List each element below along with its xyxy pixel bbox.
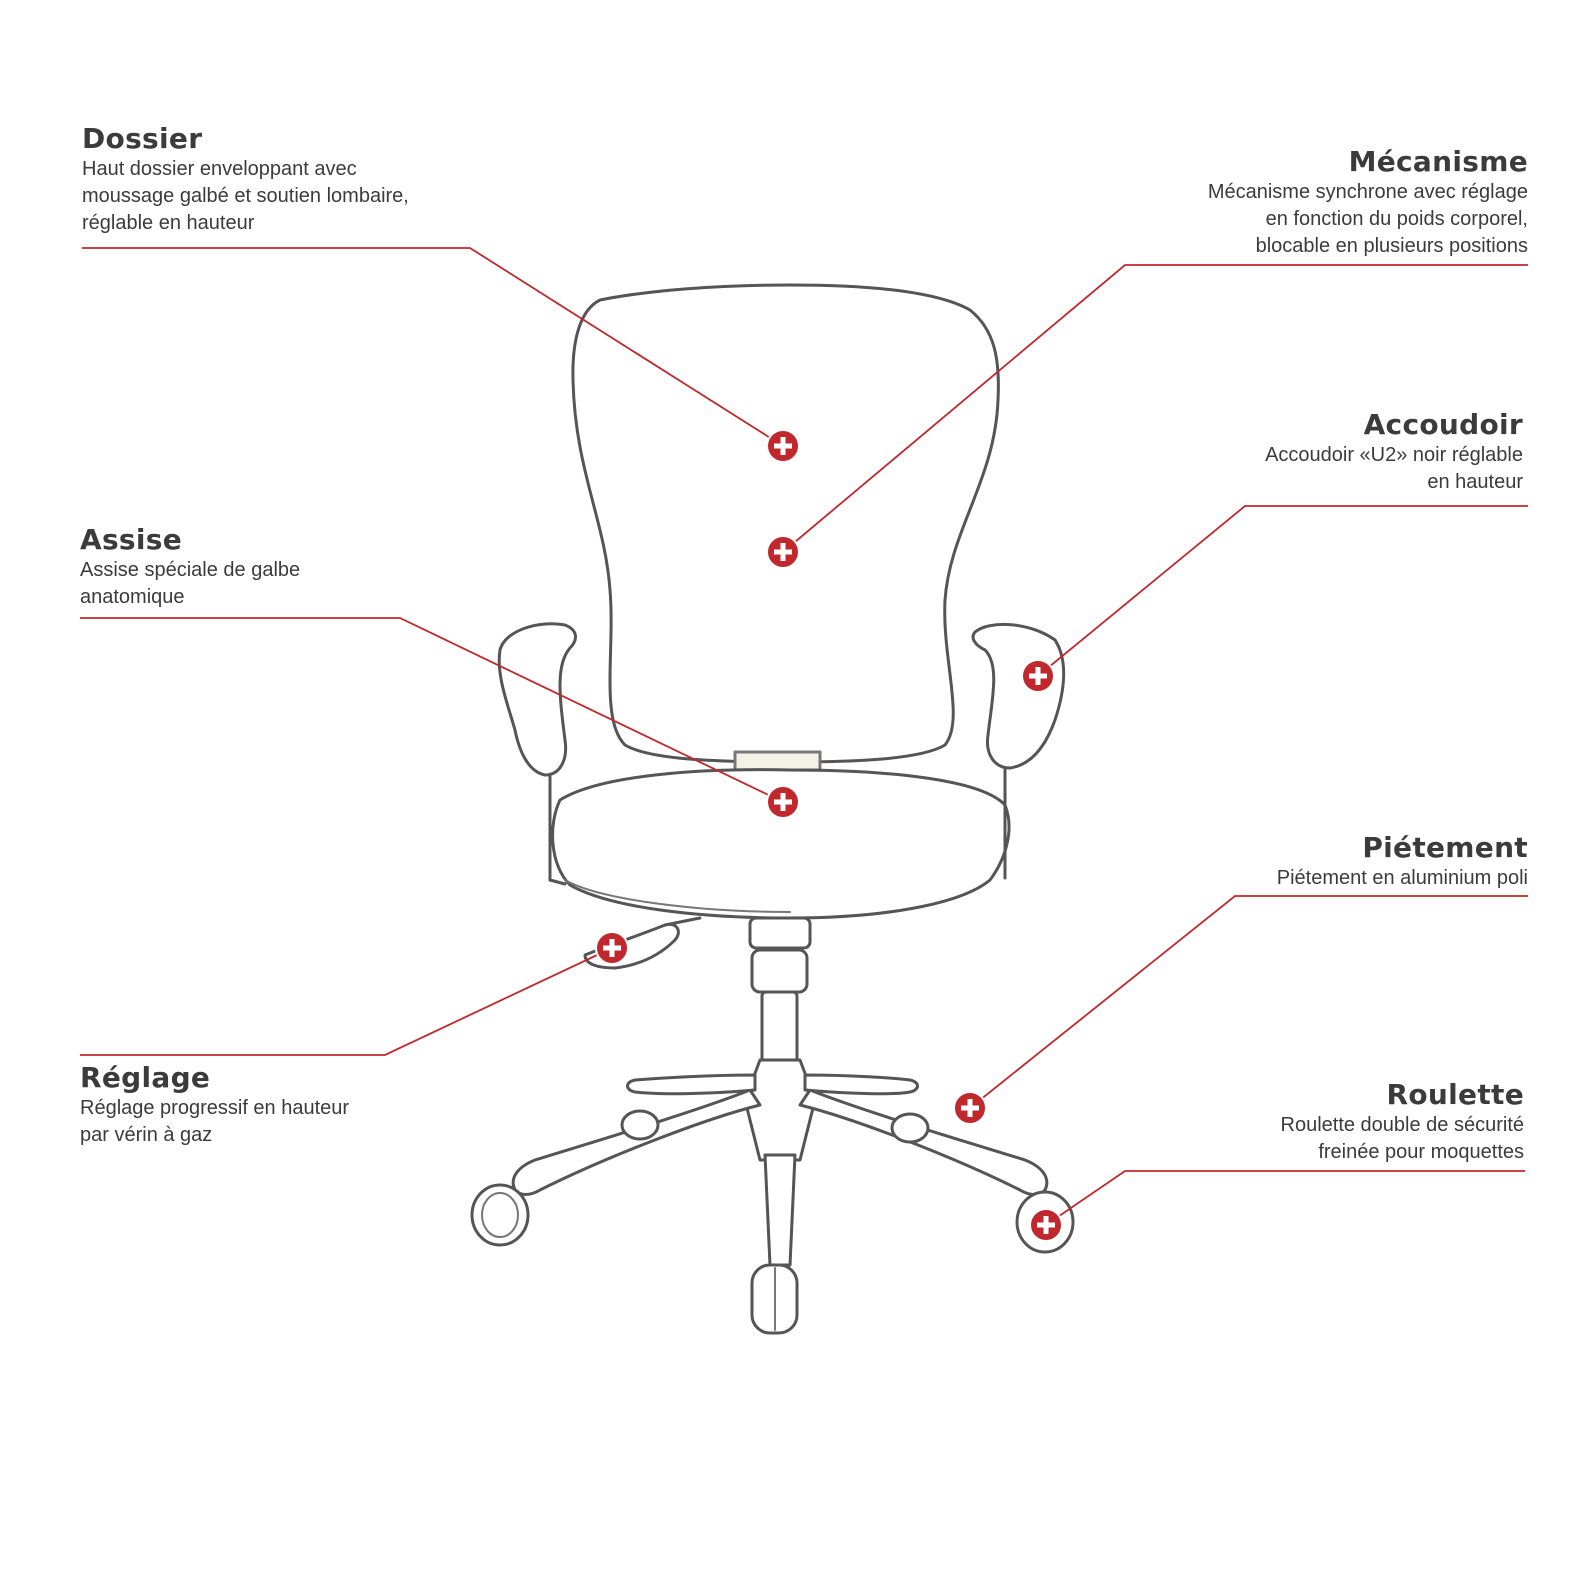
caster-back-right xyxy=(890,1112,930,1144)
leader-line-assise xyxy=(80,617,784,803)
callout-desc: Assise spéciale de galbe anatomique xyxy=(80,559,301,608)
leader-line-roulette xyxy=(1045,1170,1525,1226)
leader-line-accoudoir xyxy=(1037,505,1528,677)
lever-rod xyxy=(663,916,702,927)
callout-title: Mécanisme xyxy=(1348,145,1528,178)
seat-front-edge xyxy=(564,879,791,913)
plus-circle-icon[interactable] xyxy=(1029,1208,1063,1242)
callout-desc: Piétement en aluminium poli xyxy=(1276,867,1528,889)
base-leg-back-right xyxy=(803,1073,919,1096)
callout-title: Dossier xyxy=(82,122,203,155)
cylinder-cap xyxy=(750,948,809,994)
backrest-shape xyxy=(571,283,1000,764)
leader-line-reglage xyxy=(80,947,613,1056)
callout-title: Assise xyxy=(80,523,183,556)
callout-title: Réglage xyxy=(80,1061,211,1094)
callout-pietement: Piétement Piétement en aluminium poli xyxy=(1108,831,1528,892)
callout-mecanisme: Mécanisme Mécanisme synchrone avec régla… xyxy=(1108,145,1528,260)
callout-roulette: Roulette Roulette double de sécurité fre… xyxy=(1104,1078,1525,1166)
plus-circle-icon[interactable] xyxy=(766,785,800,819)
callout-assise: Assise Assise spéciale de galbe anatomiq… xyxy=(80,523,500,611)
base-leg-front xyxy=(763,1153,797,1267)
callout-desc: Haut dossier enveloppant avec moussage g… xyxy=(82,158,409,234)
callout-desc: Mécanisme synchrone avec réglage en fonc… xyxy=(1207,181,1528,257)
mechanism-block xyxy=(748,916,812,950)
callout-accoudoir: Accoudoir Accoudoir «U2» noir réglable e… xyxy=(1103,408,1523,496)
seat-shape xyxy=(551,768,1011,920)
left-arm-post-2 xyxy=(548,878,567,886)
base-leg-right xyxy=(798,1088,1049,1196)
left-armrest xyxy=(497,622,577,777)
base-leg-back-left xyxy=(626,1073,757,1096)
callout-desc: Réglage progressif en hauteur par vérin … xyxy=(80,1097,350,1146)
right-armrest xyxy=(971,622,1066,770)
base-leg-left xyxy=(511,1088,762,1196)
caster-back-left xyxy=(620,1109,660,1141)
callout-reglage: Réglage Réglage progressif en hauteur pa… xyxy=(80,1061,500,1149)
callout-title: Piétement xyxy=(1362,831,1528,864)
leader-line-mecanisme xyxy=(782,264,1528,553)
callout-desc: Accoudoir «U2» noir réglable en hauteur xyxy=(1265,444,1523,493)
plus-circle-icon[interactable] xyxy=(953,1091,987,1125)
plus-circle-icon[interactable] xyxy=(766,535,800,569)
plus-circle-icon[interactable] xyxy=(595,931,629,965)
callout-dossier: Dossier Haut dossier enveloppant avec mo… xyxy=(82,122,502,237)
callout-desc: Roulette double de sécurité freinée pour… xyxy=(1280,1114,1525,1163)
back-connector xyxy=(733,750,822,772)
callout-title: Roulette xyxy=(1386,1078,1524,1111)
leader-line-pietement xyxy=(969,895,1528,1109)
chair-illustration xyxy=(470,283,1075,1335)
callout-title: Accoudoir xyxy=(1363,408,1523,441)
caster-left-inner xyxy=(481,1192,519,1238)
leader-line-dossier xyxy=(82,247,784,447)
gas-cylinder xyxy=(760,990,799,1064)
plus-circle-icon[interactable] xyxy=(766,429,800,463)
plus-circle-icon[interactable] xyxy=(1021,659,1055,693)
